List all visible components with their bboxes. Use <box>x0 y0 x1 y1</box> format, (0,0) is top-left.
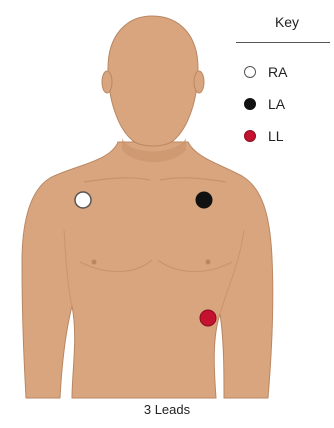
key-divider <box>236 42 330 43</box>
torso-figure <box>22 16 273 398</box>
ra-swatch-icon <box>244 66 256 78</box>
key-label-ra: RA <box>268 64 287 80</box>
key-title: Key <box>262 14 312 30</box>
right-nipple <box>206 260 211 265</box>
electrode-la <box>196 192 212 208</box>
left-nipple <box>92 260 97 265</box>
torso-body <box>22 142 273 398</box>
key-item-ra: RA <box>244 62 287 82</box>
head <box>108 16 198 146</box>
figure-caption: 3 Leads <box>0 402 334 417</box>
la-swatch-icon <box>244 98 256 110</box>
key-item-la: LA <box>244 94 285 114</box>
key-label-ll: LL <box>268 128 284 144</box>
right-ear <box>194 71 204 93</box>
electrode-ra <box>75 192 91 208</box>
key-item-ll: LL <box>244 126 284 146</box>
left-ear <box>102 71 112 93</box>
key-label-la: LA <box>268 96 285 112</box>
electrode-ll <box>200 310 216 326</box>
ll-swatch-icon <box>244 130 256 142</box>
